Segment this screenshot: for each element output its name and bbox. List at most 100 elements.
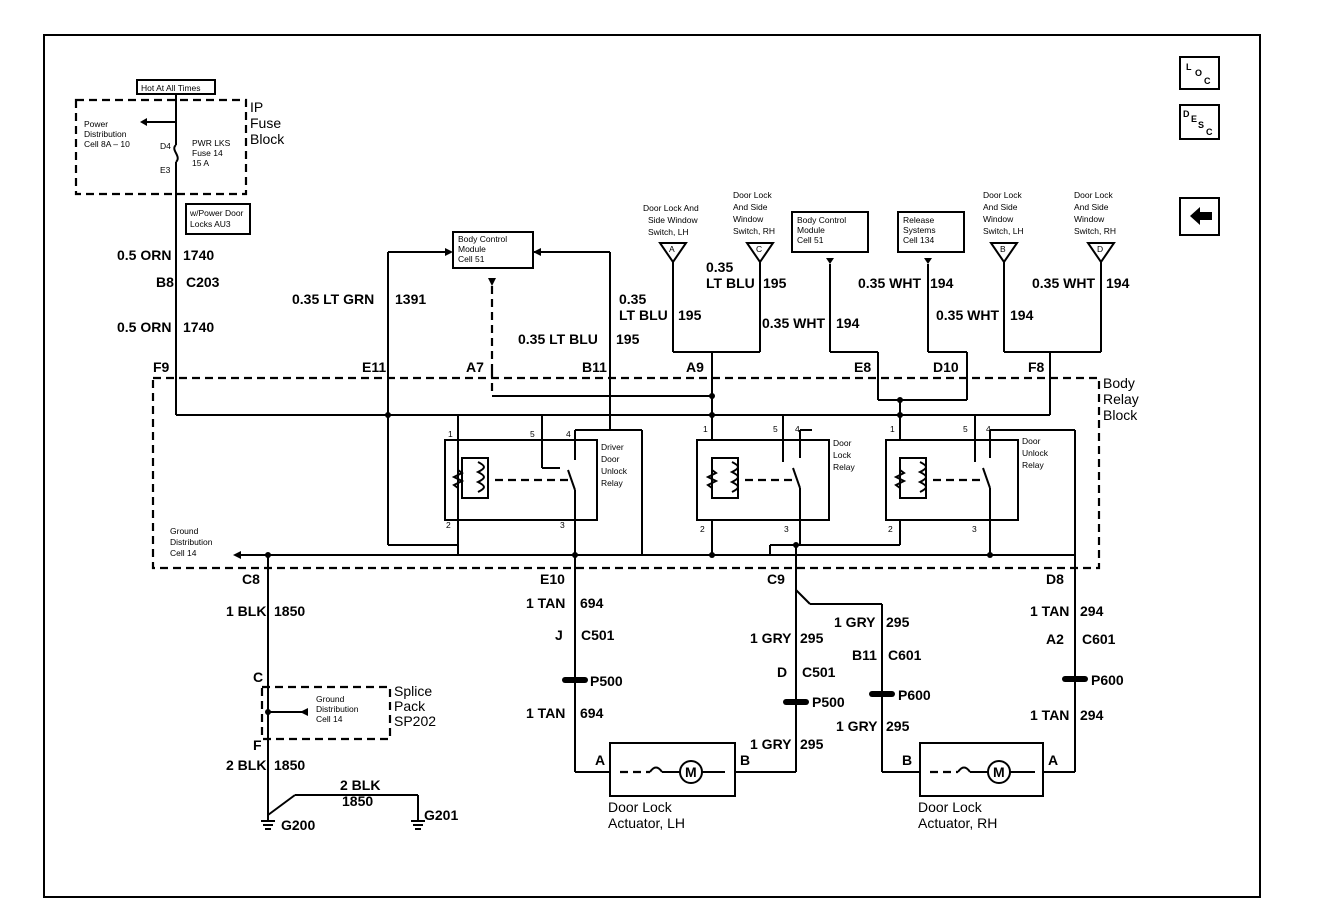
fuse-label: PWR LKS Fuse 14 15 A bbox=[192, 138, 233, 168]
svg-text:A: A bbox=[595, 752, 605, 768]
fuse-14 bbox=[173, 144, 179, 163]
svg-text:1 BLK: 1 BLK bbox=[226, 603, 266, 619]
svg-text:1740: 1740 bbox=[183, 247, 214, 263]
svg-text:2: 2 bbox=[446, 520, 451, 530]
svg-text:5: 5 bbox=[530, 429, 535, 439]
svg-text:C8: C8 bbox=[242, 571, 260, 587]
svg-text:194: 194 bbox=[1106, 275, 1130, 291]
svg-text:E: E bbox=[1191, 114, 1197, 124]
svg-text:0.35 LT BLU: 0.35 LT BLU bbox=[518, 331, 598, 347]
svg-text:D8: D8 bbox=[1046, 571, 1064, 587]
svg-text:G201: G201 bbox=[424, 807, 458, 823]
svg-text:694: 694 bbox=[580, 595, 604, 611]
svg-text:0.5 ORN: 0.5 ORN bbox=[117, 319, 171, 335]
svg-text:0.35 WHT: 0.35 WHT bbox=[936, 307, 999, 323]
svg-text:D: D bbox=[1097, 244, 1103, 254]
p600-lh-connector bbox=[869, 691, 895, 697]
svg-text:G200: G200 bbox=[281, 817, 315, 833]
svg-text:1 GRY: 1 GRY bbox=[834, 614, 876, 630]
relay-block-top-pins: F9 E11 A7 B11 A9 E8 D10 F8 bbox=[153, 359, 1045, 375]
svg-text:D4: D4 bbox=[160, 141, 171, 151]
svg-text:5: 5 bbox=[773, 424, 778, 434]
svg-text:1 TAN: 1 TAN bbox=[526, 595, 565, 611]
door-lock-actuator-rh: M B A bbox=[902, 742, 1058, 797]
svg-text:A2: A2 bbox=[1046, 631, 1064, 647]
svg-text:P600: P600 bbox=[898, 687, 931, 703]
svg-text:295: 295 bbox=[800, 630, 824, 646]
svg-text:C9: C9 bbox=[767, 571, 785, 587]
svg-text:D: D bbox=[1183, 109, 1190, 119]
svg-text:2: 2 bbox=[700, 524, 705, 534]
svg-text:D: D bbox=[777, 664, 787, 680]
relay-block-bottom-pins: C8 E10 C9 D8 bbox=[242, 571, 1064, 587]
svg-text:2: 2 bbox=[888, 524, 893, 534]
svg-text:E8: E8 bbox=[854, 359, 871, 375]
ground-g201-icon bbox=[411, 820, 425, 830]
svg-text:4: 4 bbox=[795, 424, 800, 434]
diagram-frame bbox=[43, 34, 1261, 898]
svg-text:B: B bbox=[740, 752, 750, 768]
svg-text:1391: 1391 bbox=[395, 291, 426, 307]
svg-text:694: 694 bbox=[580, 705, 604, 721]
body-relay-block bbox=[151, 376, 1101, 570]
svg-text:294: 294 bbox=[1080, 707, 1104, 723]
ip-fuse-block bbox=[74, 98, 248, 196]
svg-text:1 GRY: 1 GRY bbox=[750, 630, 792, 646]
svg-text:B11: B11 bbox=[582, 359, 607, 375]
svg-text:F9: F9 bbox=[153, 359, 170, 375]
svg-text:295: 295 bbox=[800, 736, 824, 752]
svg-text:B11: B11 bbox=[852, 647, 877, 663]
svg-text:2 BLK: 2 BLK bbox=[226, 757, 266, 773]
svg-text:E11: E11 bbox=[362, 359, 386, 375]
svg-text:1: 1 bbox=[703, 424, 708, 434]
svg-text:195: 195 bbox=[763, 275, 787, 291]
hot-at-all-times-label: Hot At All Times bbox=[136, 79, 216, 95]
svg-text:0.35 WHT: 0.35 WHT bbox=[1032, 275, 1095, 291]
svg-text:294: 294 bbox=[1080, 603, 1104, 619]
svg-text:0.5 ORN: 0.5 ORN bbox=[117, 247, 171, 263]
svg-text:E10: E10 bbox=[540, 571, 565, 587]
svg-text:3: 3 bbox=[972, 524, 977, 534]
svg-text:1850: 1850 bbox=[274, 603, 305, 619]
svg-text:1850: 1850 bbox=[274, 757, 305, 773]
svg-text:5: 5 bbox=[963, 424, 968, 434]
svg-text:C601: C601 bbox=[888, 647, 922, 663]
loc-icon[interactable]: LOC bbox=[1179, 56, 1220, 90]
svg-text:D10: D10 bbox=[933, 359, 959, 375]
svg-text:C203: C203 bbox=[186, 274, 220, 290]
svg-text:3: 3 bbox=[560, 520, 565, 530]
svg-text:195: 195 bbox=[678, 307, 702, 323]
switch-lh-a-connector: A bbox=[658, 242, 688, 264]
svg-text:P500: P500 bbox=[812, 694, 845, 710]
svg-text:0.35 WHT: 0.35 WHT bbox=[858, 275, 921, 291]
p500-rh-connector bbox=[783, 699, 809, 705]
svg-text:A: A bbox=[1048, 752, 1058, 768]
back-arrow-icon[interactable] bbox=[1179, 197, 1220, 236]
svg-text:C501: C501 bbox=[802, 664, 836, 680]
svg-text:194: 194 bbox=[1010, 307, 1034, 323]
svg-text:194: 194 bbox=[930, 275, 954, 291]
svg-text:1 TAN: 1 TAN bbox=[1030, 603, 1069, 619]
p500-lh-connector bbox=[562, 677, 588, 683]
svg-text:A: A bbox=[669, 244, 675, 254]
power-distribution-ref: Power Distribution Cell 8A – 10 bbox=[84, 119, 130, 149]
svg-text:F8: F8 bbox=[1028, 359, 1045, 375]
svg-text:M: M bbox=[993, 764, 1005, 780]
ground-g200-icon bbox=[261, 820, 275, 830]
svg-text:1 GRY: 1 GRY bbox=[750, 736, 792, 752]
